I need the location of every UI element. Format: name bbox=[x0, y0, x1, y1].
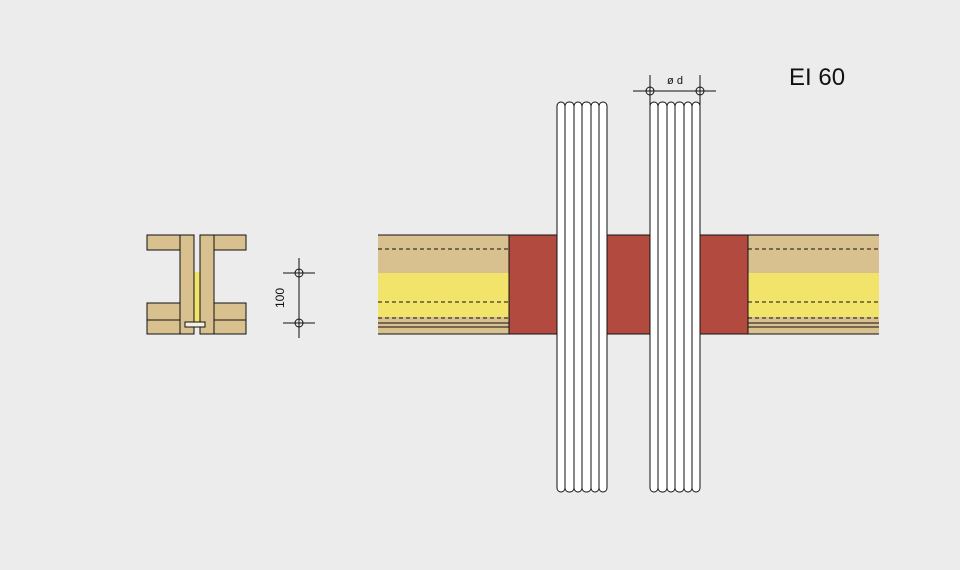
timber-web-right bbox=[199, 234, 215, 335]
insulation-core-thin bbox=[194, 272, 200, 322]
pipe-bundle-right bbox=[649, 101, 701, 493]
timber-flange-bottom-right bbox=[213, 302, 247, 321]
wall-right-segment bbox=[748, 234, 879, 335]
wall-left-segment bbox=[378, 234, 509, 335]
timber-strip-left bbox=[146, 319, 181, 335]
timber-web-left bbox=[179, 234, 195, 335]
fastener bbox=[184, 321, 206, 328]
dimension-diameter: ø d bbox=[633, 75, 716, 105]
fire-sealant bbox=[508, 234, 749, 335]
diameter-label: ø d bbox=[667, 75, 683, 87]
dimension-100-label: 100 bbox=[273, 288, 287, 308]
pipe-bundle-left bbox=[556, 101, 608, 493]
timber-flange-bottom-left bbox=[146, 302, 181, 321]
wall-section-detail bbox=[146, 234, 247, 335]
timber-flange-top-right bbox=[213, 234, 247, 251]
dimension-100: 100 bbox=[273, 258, 315, 338]
timber-strip-right bbox=[213, 319, 247, 335]
timber-flange-top-left bbox=[146, 234, 181, 251]
rating-label: EI 60 bbox=[789, 64, 845, 91]
